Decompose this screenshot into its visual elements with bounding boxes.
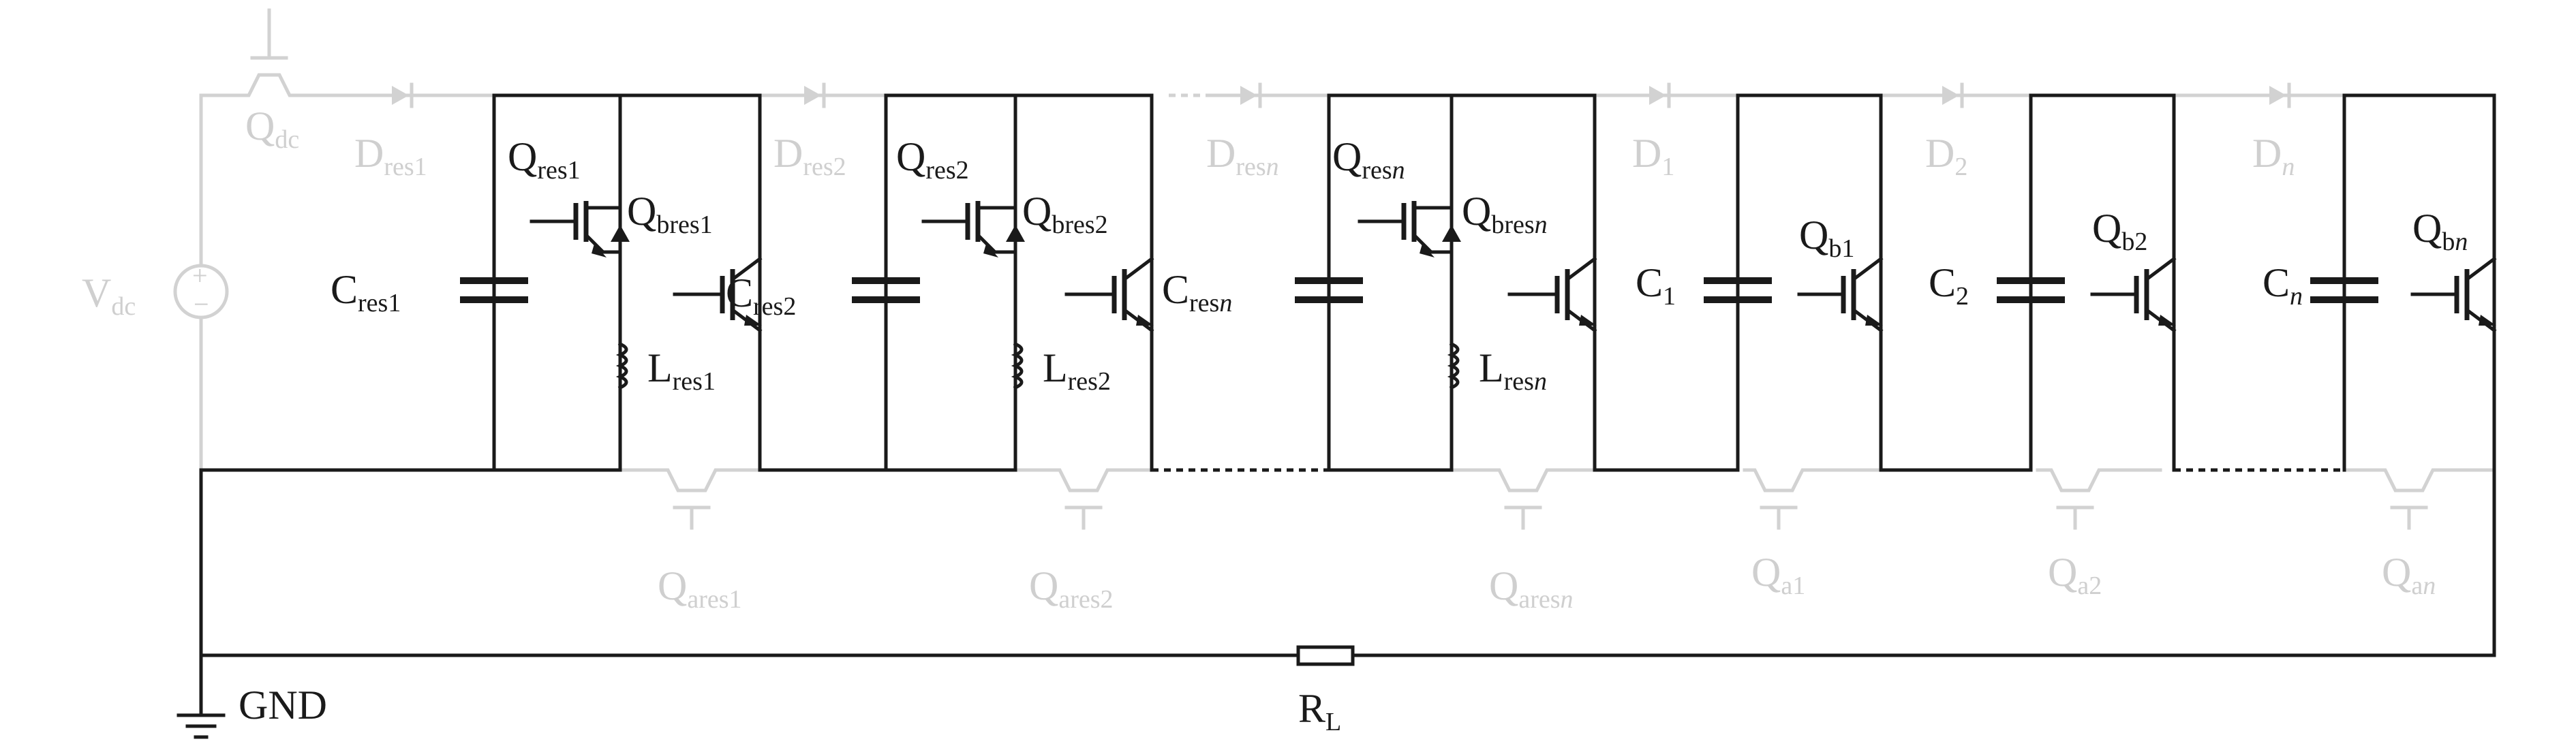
label-q-a1: Qa1 (1751, 550, 1805, 600)
diode-d-res2 (804, 82, 826, 108)
q-aresn-symbol (1450, 468, 1597, 493)
label-q-a2: Qa2 (2048, 550, 2102, 600)
stage-1 (1704, 256, 1884, 333)
label-l-resn: Lresn (1479, 345, 1547, 396)
label-c-res2: Cres2 (726, 270, 796, 321)
resonant-cell-n (1295, 93, 1597, 472)
label-q-bresn: Qbresn (1462, 189, 1548, 239)
label-l-res2: Lres2 (1043, 345, 1111, 396)
label-c-n: Cn (2263, 260, 2303, 311)
resonant-cell-1 (460, 93, 763, 472)
stage-2 (1997, 256, 2177, 333)
labels: Qdc Vdc Dres1 Dres2 Dresn D1 D2 Dn Qares… (82, 104, 2468, 736)
q-res1-terminals (583, 206, 622, 254)
stage-n (2310, 256, 2497, 333)
q-bresn-arrow (1442, 225, 1461, 242)
source-top-wire (199, 73, 496, 268)
diode-d-2 (1942, 82, 1964, 108)
label-c-1: C1 (1636, 260, 1676, 311)
l-res1-coil (615, 341, 628, 390)
ground-symbol (177, 713, 226, 739)
q-ares1-symbol (618, 468, 758, 493)
label-d-res2: Dres2 (773, 131, 846, 181)
l-res2-coil (1011, 341, 1024, 390)
q-ares2-symbol (1013, 468, 1154, 493)
label-q-b2: Qb2 (2092, 206, 2147, 256)
label-q-resn: Qresn (1332, 134, 1405, 185)
label-gnd: GND (239, 683, 327, 728)
l-resn-coil (1447, 341, 1460, 390)
q-a2-gate (2056, 505, 2094, 530)
label-r-l: RL (1298, 686, 1341, 736)
diode-d-resn (1240, 82, 1262, 108)
label-d-res1: Dres1 (354, 131, 427, 181)
plus-sign: + (192, 260, 208, 291)
label-q-res2: Qres2 (896, 134, 969, 185)
label-l-res1: Lres1 (647, 345, 716, 396)
q-b1-arrow (1865, 315, 1883, 326)
q-a2-symbol (2036, 468, 2162, 493)
label-c-res1: Cres1 (331, 267, 401, 317)
q-transistor-arrow (1579, 315, 1597, 326)
q-an-symbol (2342, 468, 2496, 493)
label-q-bres2: Qbres2 (1022, 189, 1108, 239)
diode-d-res1 (392, 82, 414, 108)
q-bres1-arrow (611, 225, 630, 242)
label-q-b1: Qb1 (1799, 213, 1854, 263)
minus-sign: − (194, 289, 209, 319)
label-v-dc: Vdc (82, 270, 136, 321)
label-q-ares1: Qares1 (658, 563, 742, 614)
label-q-aresn: Qaresn (1489, 563, 1574, 614)
q-a1-gate (1760, 505, 1798, 530)
q-res1-arrow (592, 244, 607, 257)
q-an-gate (2390, 505, 2428, 530)
label-c-resn: Cresn (1162, 267, 1232, 317)
label-q-bn: Qbn (2412, 206, 2468, 256)
label-c-2: C2 (1929, 260, 1969, 311)
c-res2-arrow (744, 315, 762, 326)
label-q-dc: Qdc (245, 104, 299, 154)
q-b2-arrow (2158, 315, 2176, 326)
q-resn-terminals (1411, 206, 1454, 254)
label-d-1: D1 (1632, 131, 1674, 181)
q-bn-arrow (2479, 315, 2496, 326)
label-q-ares2: Qares2 (1029, 563, 1114, 614)
label-q-res1: Qres1 (508, 134, 581, 185)
c-resn-arrow (1136, 315, 1154, 326)
diode-d-n (2269, 82, 2291, 108)
q-resn-arrow (1420, 244, 1435, 257)
q-a1-symbol (1743, 468, 1883, 493)
qdc-switch-symbol (250, 8, 288, 60)
label-d-n: Dn (2252, 131, 2295, 181)
label-d-2: D2 (1925, 131, 1967, 181)
load-resistor-symbol (1296, 645, 1355, 666)
q-res2-terminals (975, 206, 1017, 254)
q-bres2-arrow (1006, 225, 1025, 242)
label-d-resn: Dresn (1206, 131, 1279, 181)
load-loop-wire (199, 93, 2496, 657)
q-aresn-gate (1504, 505, 1542, 530)
label-q-an: Qan (2382, 550, 2436, 600)
label-q-bres1: Qbres1 (627, 189, 713, 239)
diode-d-1 (1649, 82, 1671, 108)
q-ares1-gate (673, 505, 711, 530)
q-ares2-gate (1064, 505, 1103, 530)
resonant-cell-2 (852, 93, 1154, 472)
cell1-to-cell2-wire (758, 325, 1017, 472)
q-res2-arrow (983, 244, 998, 257)
inactive-path: + − (173, 8, 2496, 530)
active-path (177, 93, 2497, 739)
